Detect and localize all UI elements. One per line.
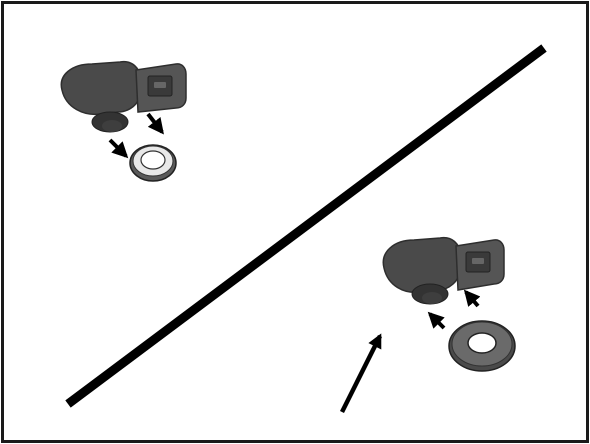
pointer-arrow: [339, 333, 383, 414]
divider-line: [65, 44, 547, 408]
sensor-installation-group: [339, 236, 516, 414]
sensor-body-2: [382, 236, 505, 305]
sensor-removal-group: [60, 60, 187, 182]
arrow-up-right: [463, 289, 481, 308]
arrow-up-left: [427, 311, 446, 330]
sensor-body: [60, 60, 187, 133]
arrow-down-left: [108, 138, 129, 159]
arrow-down-right: [146, 112, 164, 135]
old-seal-ring: [129, 144, 177, 182]
new-seal-ring: [448, 320, 516, 372]
